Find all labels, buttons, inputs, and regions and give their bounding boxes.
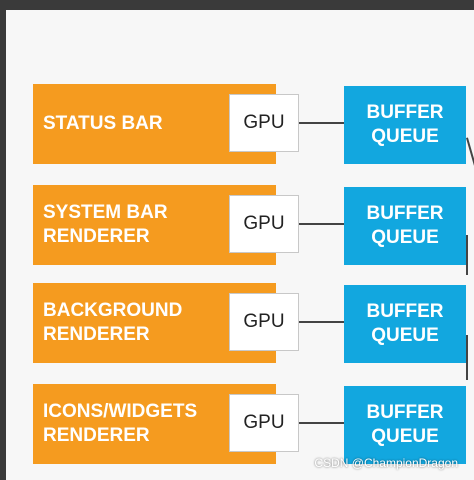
gpu-label: GPU — [243, 213, 285, 234]
buffer-queue-box: BUFFER QUEUE — [344, 386, 466, 464]
pipeline-row-background: BACKGROUND RENDERER GPU BUFFER QUEUE — [6, 283, 474, 365]
gpu-label: GPU — [243, 112, 285, 133]
gpu-box: GPU — [229, 94, 299, 152]
merge-line — [466, 335, 468, 380]
renderer-label: SYSTEM BAR RENDERER — [43, 202, 168, 247]
buffer-queue-box: BUFFER QUEUE — [344, 86, 466, 164]
buffer-queue-label: BUFFER QUEUE — [366, 203, 444, 248]
buffer-queue-box: BUFFER QUEUE — [344, 187, 466, 265]
connector-line — [299, 422, 344, 424]
gpu-box: GPU — [229, 293, 299, 351]
buffer-queue-label: BUFFER QUEUE — [366, 402, 444, 447]
renderer-label: ICONS/WIDGETS RENDERER — [43, 401, 198, 446]
watermark: CSDN @ChampionDragon — [314, 456, 458, 470]
gpu-label: GPU — [243, 412, 285, 433]
connector-line — [299, 321, 344, 323]
renderer-label: BACKGROUND RENDERER — [43, 300, 183, 345]
renderer-box: SYSTEM BAR RENDERER — [33, 185, 276, 265]
gpu-label: GPU — [243, 311, 285, 332]
diagram-canvas: STATUS BAR GPU BUFFER QUEUE SYSTEM BAR R… — [6, 10, 474, 480]
pipeline-row-status-bar: STATUS BAR GPU BUFFER QUEUE — [6, 84, 474, 166]
buffer-queue-box: BUFFER QUEUE — [344, 285, 466, 363]
pipeline-row-system-bar: SYSTEM BAR RENDERER GPU BUFFER QUEUE — [6, 185, 474, 267]
gpu-box: GPU — [229, 394, 299, 452]
renderer-label: STATUS BAR — [43, 113, 163, 134]
merge-line — [466, 235, 468, 275]
buffer-queue-label: BUFFER QUEUE — [366, 301, 444, 346]
connector-line — [299, 122, 344, 124]
gpu-box: GPU — [229, 195, 299, 253]
pipeline-row-icons-widgets: ICONS/WIDGETS RENDERER GPU BUFFER QUEUE — [6, 384, 474, 466]
buffer-queue-label: BUFFER QUEUE — [366, 102, 444, 147]
connector-line — [299, 223, 344, 225]
